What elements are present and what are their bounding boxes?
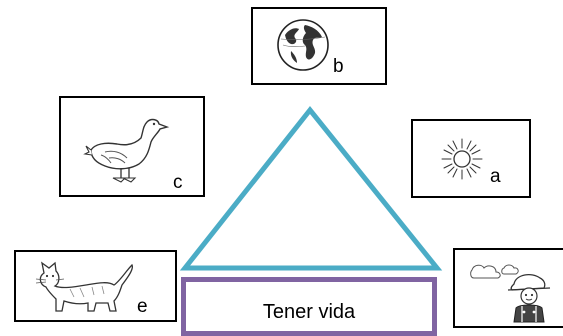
center-label: Tener vida: [262, 301, 356, 323]
card-cat: e: [14, 250, 177, 322]
duck-icon: [83, 118, 170, 183]
card-globe: b: [251, 7, 387, 85]
card-sun: a: [411, 119, 531, 198]
sun-icon: [441, 138, 483, 180]
child-icon: [470, 264, 551, 323]
card-letter-e: e: [137, 296, 148, 317]
card-letter-c: c: [173, 172, 183, 193]
globe-icon: [277, 19, 329, 71]
card-letter-b: b: [333, 56, 344, 77]
center-label-box: Tener vida: [181, 277, 437, 336]
card-duck: c: [59, 96, 205, 197]
cat-icon: [35, 261, 134, 312]
card-letter-a: a: [490, 166, 501, 187]
card-child: [453, 248, 563, 328]
